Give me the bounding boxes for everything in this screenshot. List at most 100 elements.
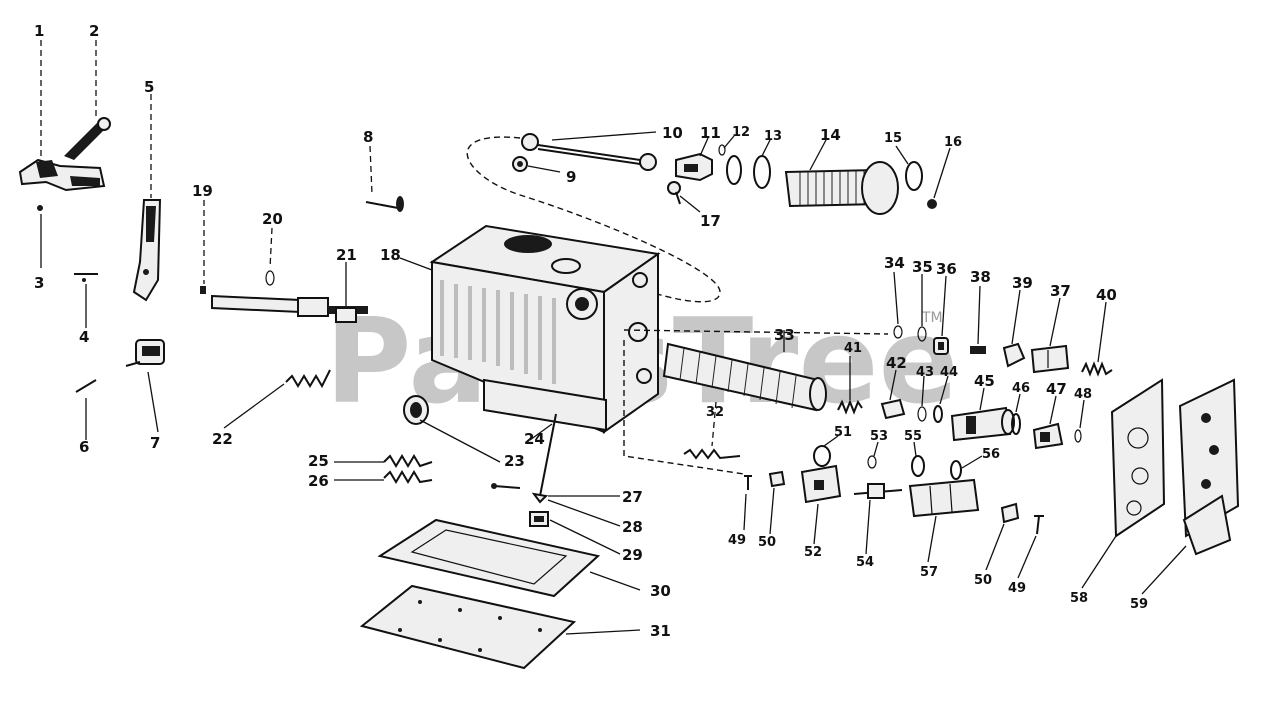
callout-9: 9 [566, 168, 576, 186]
callout-1: 1 [34, 22, 44, 40]
callout-33: 33 [774, 326, 795, 344]
part-11-valve [675, 152, 713, 182]
callout-51: 51 [834, 425, 852, 440]
callout-37: 37 [1050, 282, 1071, 300]
part-35-ring [917, 326, 927, 342]
part-53-ring [867, 455, 877, 469]
callout-58: 58 [1070, 591, 1088, 606]
part-8-pin [365, 196, 404, 212]
part-45-spool [950, 406, 1015, 442]
callout-16: 16 [944, 135, 962, 150]
callout-57: 57 [920, 565, 938, 580]
part-34-ring [893, 325, 903, 339]
part-21-shaft [211, 294, 368, 323]
part-37-spool [1030, 344, 1070, 374]
callout-36: 36 [936, 260, 957, 278]
part-17-bolt [667, 181, 681, 205]
callout-39: 39 [1012, 274, 1033, 292]
part-7-fitting [125, 339, 165, 367]
part-13-ring [753, 155, 771, 189]
part-36-nut [933, 337, 949, 355]
part-57-spool [908, 478, 980, 518]
loop-leader [466, 136, 721, 303]
callout-50: 50 [758, 535, 776, 550]
part-32-spring [683, 448, 741, 460]
callout-7: 7 [150, 434, 160, 452]
callout-38: 38 [970, 268, 991, 286]
callout-28: 28 [622, 518, 643, 536]
part-2-pin [64, 117, 111, 160]
callout-59: 59 [1130, 597, 1148, 612]
callout-55: 55 [904, 429, 922, 444]
part-15-gasket [905, 161, 923, 191]
callout-23: 23 [504, 452, 525, 470]
part-42-plug [880, 398, 906, 420]
callout-labels: 1 2 3 4 5 6 7 8 9 10 11 12 13 14 15 16 1… [34, 22, 1148, 640]
callout-35: 35 [912, 258, 933, 276]
callout-43: 43 [916, 365, 934, 380]
callout-53: 53 [870, 429, 888, 444]
part-59-cover [1178, 378, 1240, 556]
callout-14: 14 [820, 126, 841, 144]
callout-46: 46 [1012, 381, 1030, 396]
part-54-shaft [853, 483, 903, 499]
callout-50-second: 50 [974, 573, 992, 588]
part-49-pin-2 [1034, 515, 1044, 535]
callout-5: 5 [144, 78, 154, 96]
part-18-housing [429, 224, 661, 434]
part-44-ring [933, 405, 943, 423]
part-14-filter [784, 161, 899, 215]
callout-22: 22 [212, 430, 233, 448]
part-12-washer [718, 144, 726, 156]
part-41-spring [837, 399, 863, 415]
callout-11: 11 [700, 124, 721, 142]
callout-31: 31 [650, 622, 671, 640]
callout-27: 27 [622, 488, 643, 506]
callout-32: 32 [706, 405, 724, 420]
callout-48: 48 [1074, 387, 1092, 402]
part-47-plunger [1032, 422, 1064, 450]
callout-49: 49 [728, 533, 746, 548]
part-29-plug [529, 511, 549, 527]
callout-41: 41 [844, 341, 862, 356]
part-50-cap-2 [1000, 502, 1020, 524]
part-51-ring [813, 445, 831, 467]
part-4-pin [74, 273, 98, 282]
part-38-pin [970, 346, 986, 354]
callout-24: 24 [524, 430, 545, 448]
callout-25: 25 [308, 452, 329, 470]
callout-56: 56 [982, 447, 1000, 462]
callout-45: 45 [974, 372, 995, 390]
part-49-pin [744, 475, 752, 490]
callout-29: 29 [622, 546, 643, 564]
part-50-cap [768, 470, 786, 488]
part-9-nut [512, 156, 528, 172]
part-30-gasket [377, 518, 601, 598]
callout-40: 40 [1096, 286, 1117, 304]
part-40-spring [1081, 361, 1113, 377]
callout-26: 26 [308, 472, 329, 490]
leader-housing-right [623, 329, 889, 335]
callout-12: 12 [732, 125, 750, 140]
part-55-ring [911, 455, 925, 477]
part-20-o-ring [265, 270, 275, 286]
callout-13: 13 [764, 129, 782, 144]
part-56-ring [950, 460, 962, 480]
callout-49-second: 49 [1008, 581, 1026, 596]
part-16-nut [927, 199, 937, 209]
callout-8: 8 [363, 128, 373, 146]
callout-15: 15 [884, 131, 902, 146]
callout-47: 47 [1046, 380, 1067, 398]
leader-housing-down [623, 340, 745, 475]
callout-54: 54 [856, 555, 874, 570]
part-19-plug [200, 286, 206, 294]
part-33-screen [662, 342, 827, 412]
part-1-lever [18, 158, 106, 192]
callout-44: 44 [940, 365, 958, 380]
callout-20: 20 [262, 210, 283, 228]
callout-52: 52 [804, 545, 822, 560]
part-10-rod [521, 133, 657, 171]
callout-2: 2 [89, 22, 99, 40]
part-13-gasket [726, 155, 742, 185]
